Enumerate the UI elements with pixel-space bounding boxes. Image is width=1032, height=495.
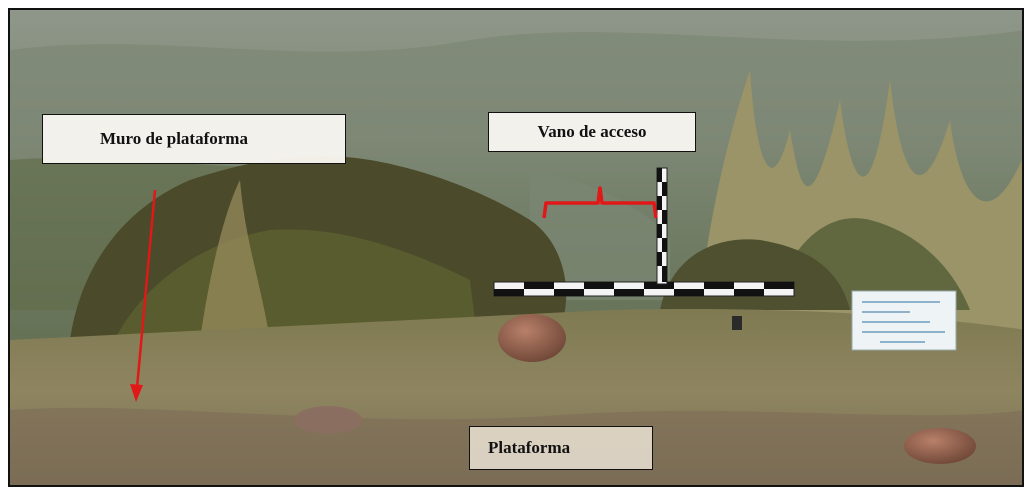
- wall-arrow: [130, 189, 157, 402]
- site-photo: [8, 8, 1024, 487]
- small-marker: [732, 316, 742, 330]
- horizontal-scale-bar: [493, 281, 795, 297]
- dry-grass-clump: [200, 180, 270, 340]
- access-bracket: [542, 186, 658, 219]
- rock-foreground-right: [904, 428, 976, 464]
- rock-foreground-left: [294, 406, 362, 434]
- field-info-card: [851, 290, 957, 351]
- wall-label: Muro de plataforma: [42, 114, 346, 164]
- access-label: Vano de acceso: [488, 112, 696, 152]
- rock-center: [498, 314, 566, 362]
- platform-label: Plataforma: [469, 426, 653, 470]
- photo-scene: [10, 10, 1022, 485]
- vertical-scale-bar: [656, 167, 668, 285]
